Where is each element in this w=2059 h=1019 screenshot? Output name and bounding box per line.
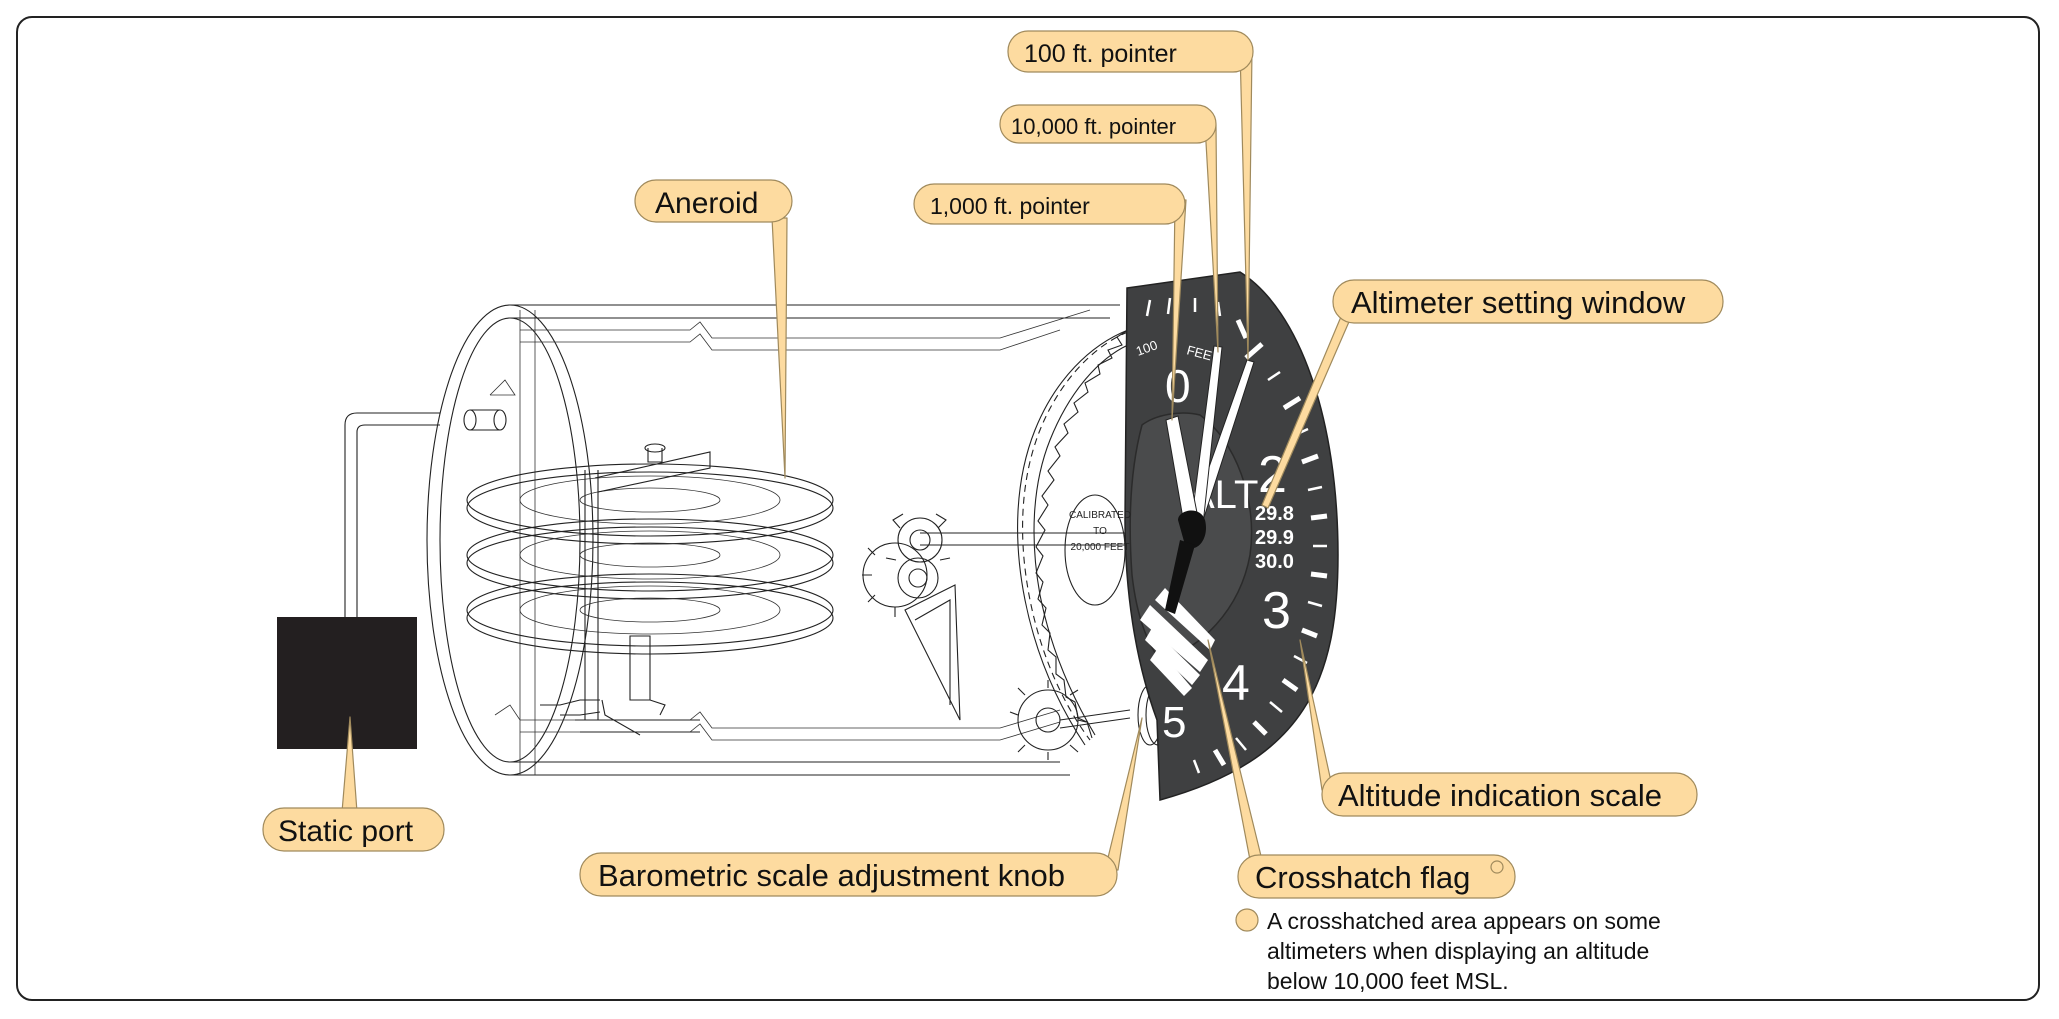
note-line-1: A crosshatched area appears on some (1267, 908, 1661, 934)
callout-barometric-knob: Barometric scale adjustment knob (579, 852, 1118, 897)
callout-10000-pointer: 10,000 ft. pointer (999, 104, 1217, 144)
dial-numeral-4: 4 (1222, 655, 1250, 711)
label-100-pointer: 100 ft. pointer (1024, 40, 1177, 68)
note-marker-small (1490, 860, 1504, 874)
calibration-line-3: 20,000 FEET (1071, 542, 1130, 553)
note-line-2: altimeters when displaying an altitude (1267, 938, 1649, 964)
setting-value-1: 29.8 (1255, 503, 1294, 525)
static-port-block (277, 617, 417, 749)
instrument-case (426, 304, 1120, 776)
calibration-line-1: CALIBRATED (1069, 510, 1131, 521)
callout-aneroid: Aneroid (634, 179, 793, 223)
label-altitude-indication-scale: Altitude indication scale (1338, 778, 1662, 813)
callout-altimeter-setting-window: Altimeter setting window (1332, 279, 1724, 324)
setting-value-3: 30.0 (1255, 551, 1294, 573)
label-altimeter-setting-window: Altimeter setting window (1351, 285, 1686, 320)
callout-altitude-indication-scale: Altitude indication scale (1321, 772, 1698, 817)
calibration-text: CALIBRATED TO 20,000 FEET (1069, 510, 1131, 553)
note-line-3: below 10,000 feet MSL. (1267, 968, 1509, 994)
setting-window: 29.8 29.9 30.0 (1255, 503, 1294, 573)
setting-value-2: 29.9 (1255, 527, 1294, 549)
callout-crosshatch-flag: Crosshatch flag (1237, 854, 1516, 899)
note-marker (1235, 908, 1259, 932)
label-crosshatch-flag: Crosshatch flag (1255, 860, 1470, 895)
callout-static-port: Static port (262, 807, 445, 852)
pointers (1165, 345, 1255, 614)
dial-numeral-3: 3 (1262, 582, 1291, 640)
label-aneroid: Aneroid (655, 187, 758, 220)
dial-numeral-0: 0 (1165, 360, 1191, 412)
label-10000-pointer: 10,000 ft. pointer (1011, 114, 1176, 139)
callout-100-pointer: 100 ft. pointer (1007, 30, 1254, 73)
altimeter-dial: 0 2 3 4 5 100 FEET ALT 29.8 29.9 30.0 CA… (1069, 271, 1339, 801)
label-barometric-knob: Barometric scale adjustment knob (598, 858, 1065, 893)
diagram-frame (16, 16, 2040, 1001)
label-static-port: Static port (278, 815, 414, 848)
aneroid-wafers (466, 443, 834, 736)
dial-numeral-5: 5 (1162, 698, 1186, 747)
footnote: A crosshatched area appears on some alti… (1235, 908, 1661, 994)
static-tube (344, 412, 440, 620)
dial-label-100: 100 (1134, 337, 1160, 359)
calibration-line-2: TO (1093, 526, 1107, 537)
gear-train (862, 329, 1171, 760)
label-1000-pointer: 1,000 ft. pointer (930, 193, 1090, 219)
callout-1000-pointer: 1,000 ft. pointer (913, 183, 1186, 225)
